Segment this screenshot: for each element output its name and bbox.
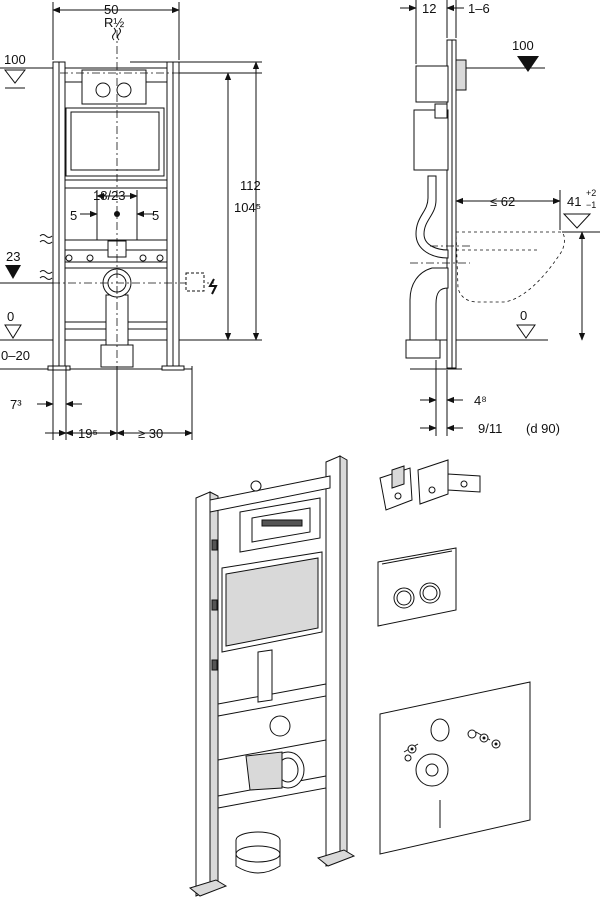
toilet-bowl-outline [455,231,565,303]
dim-4-label: 4⁸ [474,393,487,408]
connection-label: R½ [104,15,124,30]
level-0-label: 0 [7,309,14,324]
depth-range-label: 1–6 [468,1,490,16]
height-total-label: 112 [240,178,261,193]
water-supply-icon [39,270,53,280]
soundproofing-panel [379,681,531,855]
level-triangle-icon [517,56,539,72]
level-triangle-icon [4,324,22,339]
flush-button-left [95,82,111,98]
isometric-frame [188,455,356,897]
front-view: 50 R½ 112 104⁵ 18/23 5 5 100 23 [0,2,262,441]
right-offset-label: 5 [152,208,159,223]
flush-plate-front [81,69,147,105]
height-41-label: 41 [567,194,581,209]
foot-plate [188,879,228,897]
side-level-100-label: 100 [512,38,534,53]
side-level-0-label: 0 [520,308,527,323]
reach-label: ≤ 62 [490,194,515,209]
level-100-label: 100 [4,52,26,67]
water-supply-icon [39,234,53,244]
spacing-label: 18/23 [93,188,126,203]
width-label: 50 [104,2,118,17]
level-triangle-icon [5,265,21,279]
tol-minus-label: −1 [586,200,596,210]
level-triangle-icon [516,324,536,339]
drain-elbow-side [409,267,449,341]
height-sub-label: 104⁵ [234,200,261,215]
mounting-brackets [379,459,481,511]
depth-12-label: 12 [422,1,436,16]
pipe-label: (d 90) [526,421,560,436]
flush-button-right [116,82,132,98]
flush-plate [377,547,457,627]
level-triangle-icon [562,213,592,229]
level-100-marker: 100 [0,52,53,89]
electrical-box [185,272,205,292]
dim-30-label: ≥ 30 [138,426,163,441]
water-supply-icon [112,27,121,41]
level-23-marker: 23 [0,249,53,284]
flush-pipe-side [415,175,449,259]
level-23-label: 23 [6,249,20,264]
foot-plate [316,849,356,867]
left-offset-label: 5 [70,208,77,223]
floor-range-label: 0–20 [1,348,30,363]
bolt-icon [475,731,491,743]
tol-plus-label: +2 [586,188,596,198]
electrical-supply-icon [208,278,218,295]
dim-7-label: 7³ [10,397,22,412]
bolt-icon [403,743,419,754]
dim-9-label: 9/11 [478,421,502,436]
level-0-marker: 0 0–20 [1,309,30,363]
side-view: 12 1–6 100 ≤ 62 41 +2 −1 0 4⁸ 9/11 (d 90… [400,0,600,436]
dim-19-label: 19⁵ [78,426,98,441]
level-triangle-icon [3,69,27,84]
